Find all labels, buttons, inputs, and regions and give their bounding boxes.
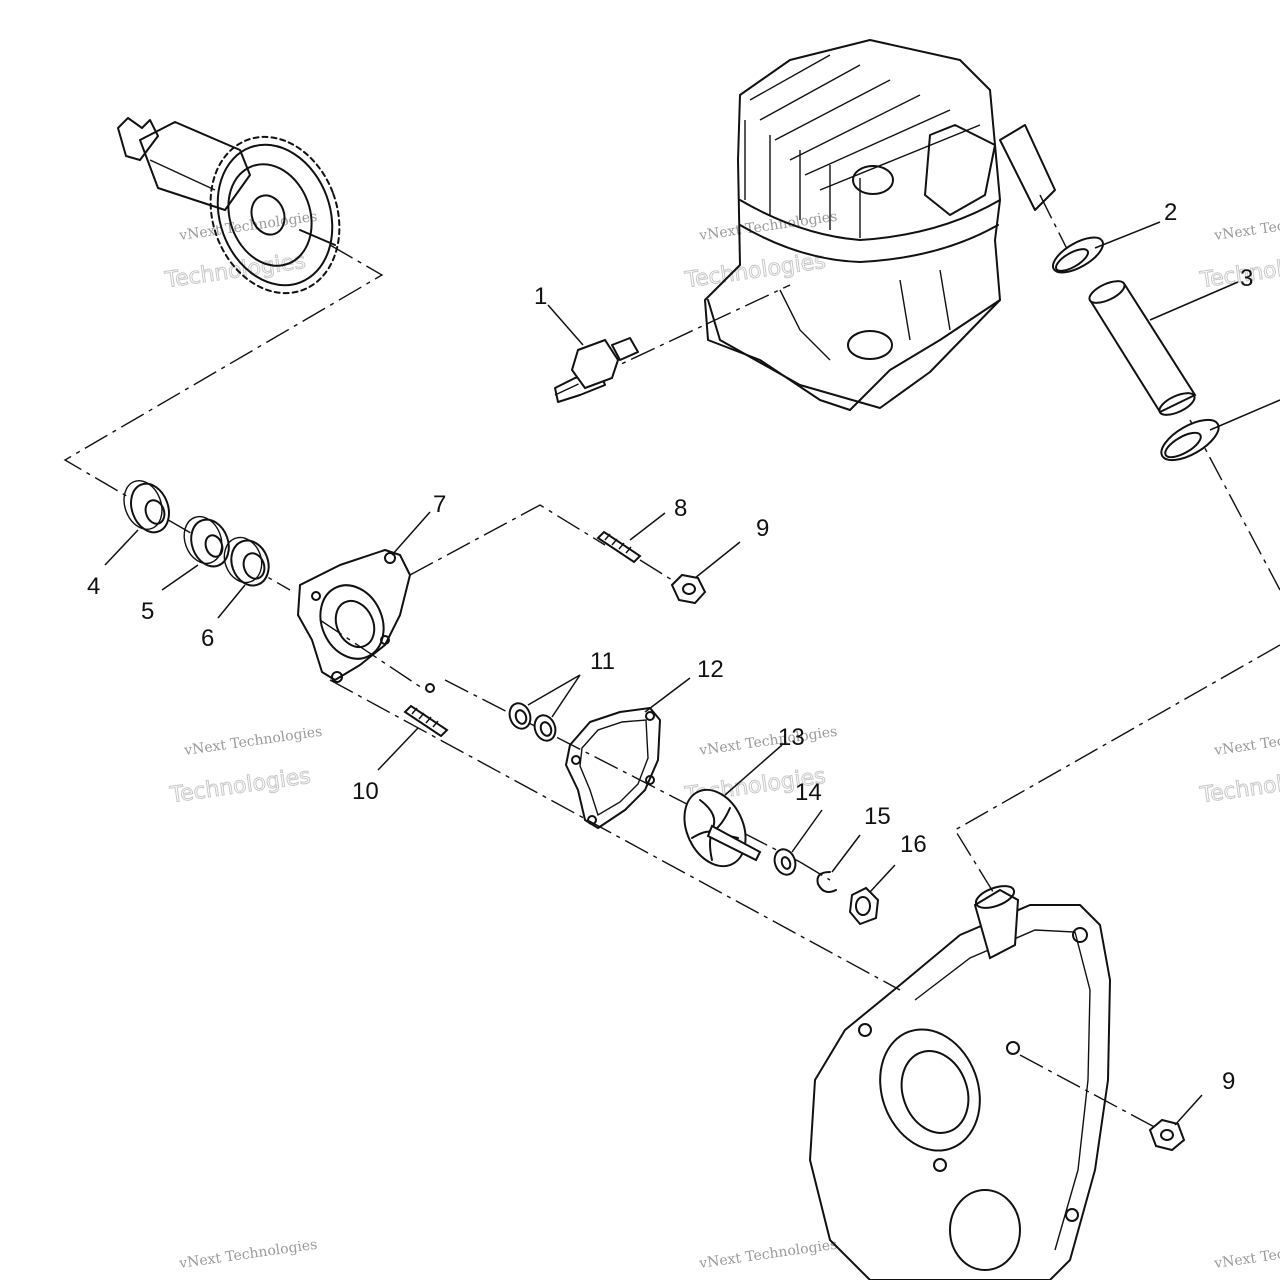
part-15-circlip: [816, 871, 837, 893]
housing-bore: [319, 584, 385, 660]
part-2-clamp-lower: [1160, 418, 1220, 462]
coolant-outlet: [999, 124, 1056, 211]
sensor-thread: [611, 337, 639, 361]
coolant-inlet: [973, 888, 1020, 960]
callout-7: 7: [433, 491, 446, 518]
callout-2: 2: [1164, 199, 1177, 226]
cooling-fins: [749, 54, 981, 191]
callout-9-lower: 9: [1222, 1068, 1235, 1095]
callout-3: 3: [1240, 265, 1253, 292]
callout-13: 13: [778, 724, 805, 751]
leader-lines: [104, 221, 1280, 1126]
impeller-shaft: [706, 824, 762, 862]
shaft-centerline: [63, 244, 384, 591]
callout-8: 8: [674, 495, 687, 522]
watermark-text: vNext Technologies: [177, 209, 318, 244]
callout-11: 11: [590, 648, 615, 675]
watermark-text: vNext Technologies: [1212, 724, 1280, 759]
part-9-nut-upper: [670, 573, 707, 605]
impeller-centerline-end: [799, 861, 831, 881]
hose-upper-centerline: [1189, 419, 1280, 591]
part-1-temp-sensor: [554, 337, 639, 403]
shaft-drive-end: [117, 117, 159, 161]
driven-gear: [216, 143, 334, 287]
part-7-pump-housing: [297, 549, 435, 693]
callout-9-upper: 9: [756, 515, 769, 542]
intake-port: [924, 124, 996, 216]
callout-5: 5: [141, 598, 154, 625]
part-8-stud: [596, 530, 642, 564]
sensor-hex: [570, 338, 620, 390]
engine-cylinder: [704, 39, 1056, 411]
watermark-text: vNext Technologies: [1212, 209, 1280, 244]
callout-6: 6: [201, 625, 214, 652]
gear-hub: [250, 194, 286, 236]
head-gasket-line: [739, 199, 1001, 241]
part-5-bearing: [183, 515, 230, 568]
part-3-hose: [1088, 280, 1197, 416]
part-11-seals: [508, 702, 557, 742]
watermark-text: vNext Technologies: [182, 724, 323, 759]
watermark-text-large: Technologies: [168, 764, 312, 809]
shaft-body: [139, 121, 251, 211]
cover-nut-centerline: [1019, 1054, 1161, 1131]
callout-12: 12: [697, 656, 724, 683]
nut-centerline: [639, 559, 681, 586]
callout-14: 14: [795, 779, 822, 806]
impeller-centerline: [444, 679, 801, 863]
part-13-impeller: [683, 788, 762, 868]
sensor-boss: [852, 165, 894, 195]
cover-bore: [879, 1028, 981, 1152]
callout-4: 4: [87, 573, 100, 600]
watermark-text: vNext Technologies: [697, 1237, 838, 1272]
part-2-clamp: [1052, 236, 1104, 274]
cylinder-outline: [704, 39, 1001, 411]
crankcase-cover: [809, 885, 1111, 1280]
callout-10: 10: [352, 778, 379, 805]
callout-15: 15: [864, 803, 891, 830]
assembly-lines: [63, 194, 1280, 1131]
cover-centerline: [329, 679, 901, 991]
part-6-seal: [223, 536, 270, 587]
part-9-nut-lower: [1148, 1118, 1186, 1152]
part-10-stud: [403, 704, 449, 738]
watermark-text-large: Technologies: [1198, 249, 1280, 294]
watermark-text: vNext Technologies: [697, 724, 838, 759]
balance-shaft-gear: [117, 117, 341, 295]
watermark-text: vNext Technologies: [1212, 1237, 1280, 1272]
hose-top-centerline: [1039, 194, 1071, 256]
dowel-pin: [425, 683, 435, 693]
callout-1: 1: [534, 283, 547, 310]
watermark-text-large: Technologies: [683, 249, 827, 294]
callout-16: 16: [900, 831, 927, 858]
part-4-bearing: [123, 480, 170, 534]
callout-labels: 1 2 3 4 5 6 7 8 9 9 10 11 12 13 14 15 16: [87, 199, 1253, 1095]
part-12-gasket: [565, 707, 661, 829]
watermark-text: vNext Technologies: [177, 1237, 318, 1272]
part-16-nut: [848, 886, 880, 926]
watermark-text-large: Technologies: [1198, 764, 1280, 809]
part-14-washer: [773, 848, 797, 876]
gear-teeth: [209, 135, 341, 295]
stud-centerline: [409, 504, 606, 576]
hose-centerline: [954, 644, 1280, 896]
